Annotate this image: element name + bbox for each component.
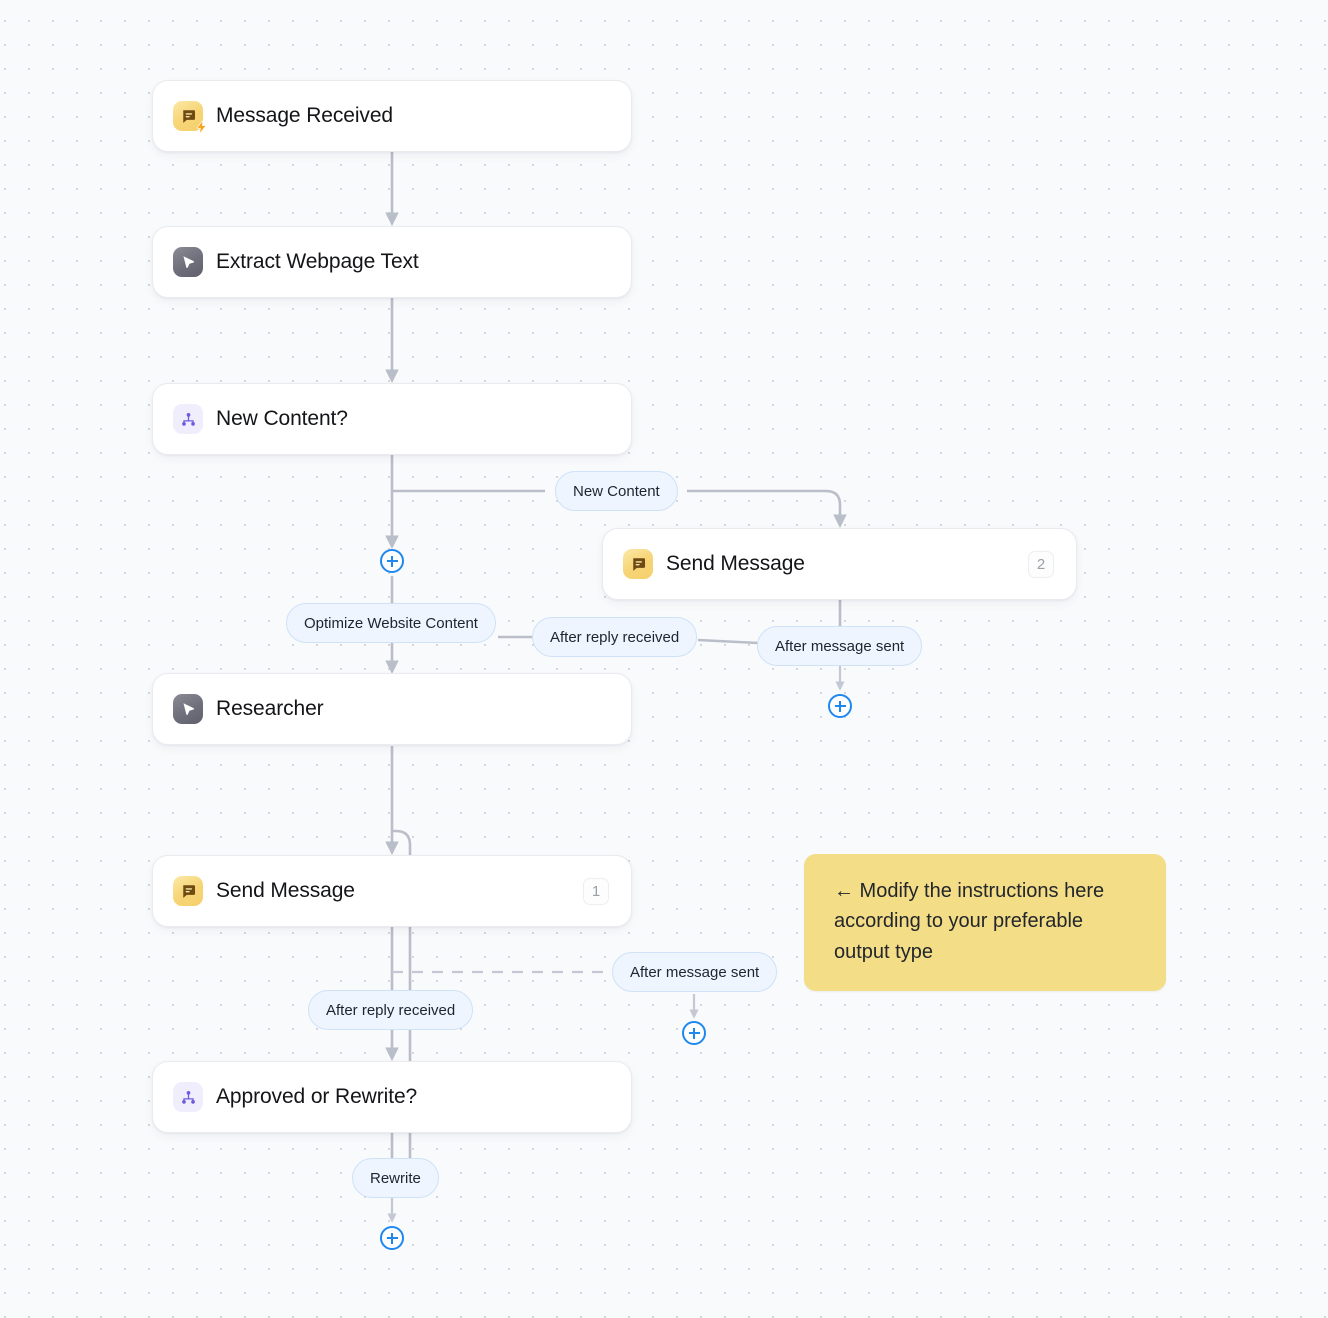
add-step-button[interactable] — [380, 1226, 404, 1250]
node-send-message-1[interactable]: Send Message 1 — [152, 855, 632, 927]
node-title: Send Message — [216, 879, 355, 902]
edge-label-after-message-sent-lower[interactable]: After message sent — [612, 952, 778, 992]
sticky-note-text: ← Modify the instructions here according… — [834, 880, 1105, 963]
edge-label-text: Optimize Website Content — [304, 614, 478, 632]
node-title: Send Message — [666, 552, 805, 575]
node-title: Extract Webpage Text — [216, 250, 419, 273]
add-step-button[interactable] — [682, 1021, 706, 1045]
add-step-button[interactable] — [380, 549, 404, 573]
edge-label-new-content[interactable]: New Content — [555, 471, 678, 511]
edge-newcontent-to-sendmessage2 — [687, 489, 847, 529]
node-message-received[interactable]: Message Received — [152, 80, 632, 152]
edge-label-after-reply-received-upper[interactable]: After reply received — [532, 617, 698, 657]
node-new-content[interactable]: New Content? — [152, 383, 632, 455]
status-badge: 1 — [583, 877, 609, 905]
node-title: Message Received — [216, 104, 393, 127]
edge-label-optimize-website-content[interactable]: Optimize Website Content — [286, 603, 496, 643]
edge-label-after-message-sent-upper[interactable]: After message sent — [757, 626, 923, 666]
agent-cursor-icon — [173, 247, 203, 277]
message-icon — [623, 549, 653, 579]
branch-icon — [173, 404, 203, 434]
edge-label-after-reply-received-lower[interactable]: After reply received — [308, 990, 474, 1030]
node-title: Researcher — [216, 697, 324, 720]
agent-cursor-icon — [173, 694, 203, 724]
edge-label-text: After reply received — [550, 628, 680, 646]
edge-afterreply-to-aftersent-upper — [697, 638, 759, 645]
edge-label-rewrite[interactable]: Rewrite — [352, 1158, 439, 1198]
edge-label-text: After message sent — [775, 637, 905, 655]
node-send-message-2[interactable]: Send Message 2 — [602, 528, 1077, 600]
node-extract-webpage-text[interactable]: Extract Webpage Text — [152, 226, 632, 298]
node-researcher[interactable]: Researcher — [152, 673, 632, 745]
node-title: Approved or Rewrite? — [216, 1085, 418, 1108]
message-trigger-icon — [173, 101, 207, 134]
edge-label-text: After reply received — [326, 1001, 456, 1019]
message-icon — [173, 876, 203, 906]
branch-icon — [173, 1082, 203, 1112]
sticky-note[interactable]: ← Modify the instructions here according… — [804, 854, 1166, 992]
edge-label-text: After message sent — [630, 963, 760, 981]
node-title: New Content? — [216, 407, 348, 430]
edge-label-text: Rewrite — [370, 1169, 421, 1187]
node-approved-or-rewrite[interactable]: Approved or Rewrite? — [152, 1061, 632, 1133]
edge-label-text: New Content — [573, 482, 660, 500]
status-badge: 2 — [1028, 550, 1054, 578]
add-step-button[interactable] — [828, 694, 852, 718]
